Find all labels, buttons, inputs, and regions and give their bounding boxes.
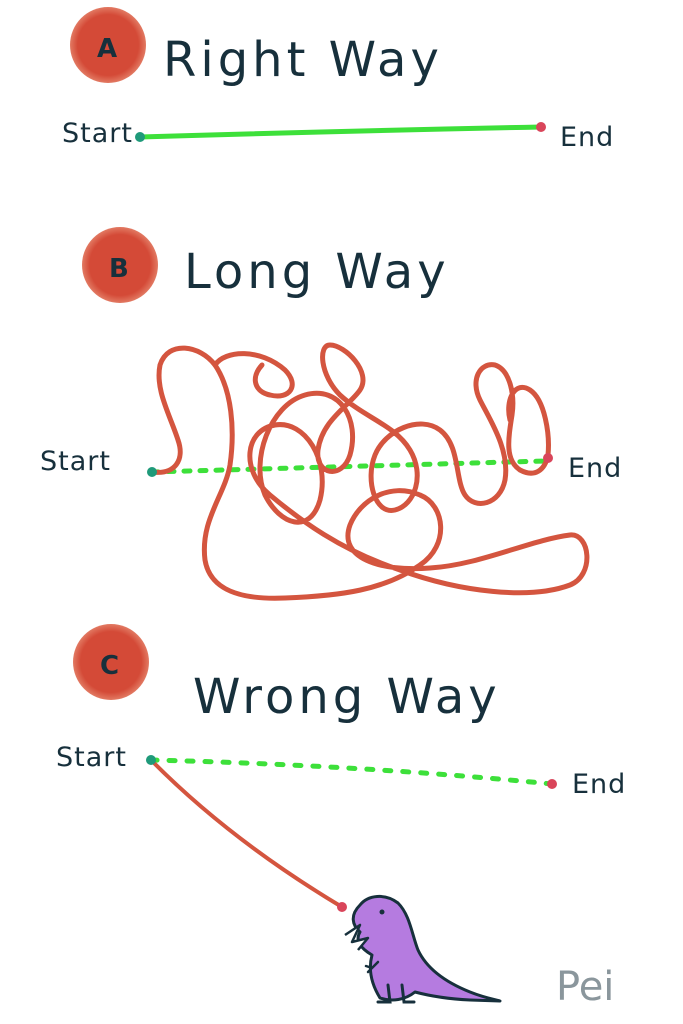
start-dot-c <box>146 755 156 765</box>
signature: Pei <box>556 964 614 1010</box>
dinosaur-leg-right <box>400 983 416 1004</box>
dinosaur-eye <box>379 909 385 915</box>
title-right-way: Right Way <box>163 32 443 88</box>
wrong-path-end-dot <box>337 902 347 912</box>
dinosaur-icon <box>344 895 502 1004</box>
dotted-direct-path-b <box>149 458 548 475</box>
start-label-a: Start <box>62 118 133 149</box>
dinosaur-mouth <box>344 923 370 951</box>
badge-a-letter: A <box>97 34 117 64</box>
dinosaur-arm <box>364 960 380 974</box>
section-long-way: B Long Way Start End <box>40 227 622 601</box>
title-wrong-way: Wrong Way <box>193 669 501 725</box>
end-label-a: End <box>560 122 614 153</box>
badge-a <box>70 7 146 83</box>
section-right-way: A Right Way Start End <box>62 7 614 153</box>
dinosaur-leg-left <box>376 983 392 1004</box>
badge-c-letter: C <box>100 651 119 681</box>
section-wrong-way: C Wrong Way Start End <box>56 624 626 1004</box>
end-dot-c <box>547 779 557 789</box>
dinosaur-body <box>351 895 502 1003</box>
wandering-path-top-loop <box>212 351 295 399</box>
end-label-b: End <box>568 453 622 484</box>
start-dot-a <box>135 132 145 142</box>
start-dot-b <box>147 467 157 477</box>
end-label-c: End <box>572 769 626 800</box>
wrong-path <box>149 758 344 909</box>
dotted-direct-path-c <box>148 757 555 787</box>
end-dot-b <box>543 453 553 463</box>
start-label-b: Start <box>40 446 111 477</box>
title-long-way: Long Way <box>184 244 450 300</box>
start-label-c: Start <box>56 742 127 773</box>
badge-b-letter: B <box>109 254 129 284</box>
end-dot-a <box>536 122 546 132</box>
badge-b <box>82 227 158 303</box>
badge-c <box>73 624 149 700</box>
straight-path <box>137 124 544 140</box>
wandering-path <box>149 342 590 601</box>
